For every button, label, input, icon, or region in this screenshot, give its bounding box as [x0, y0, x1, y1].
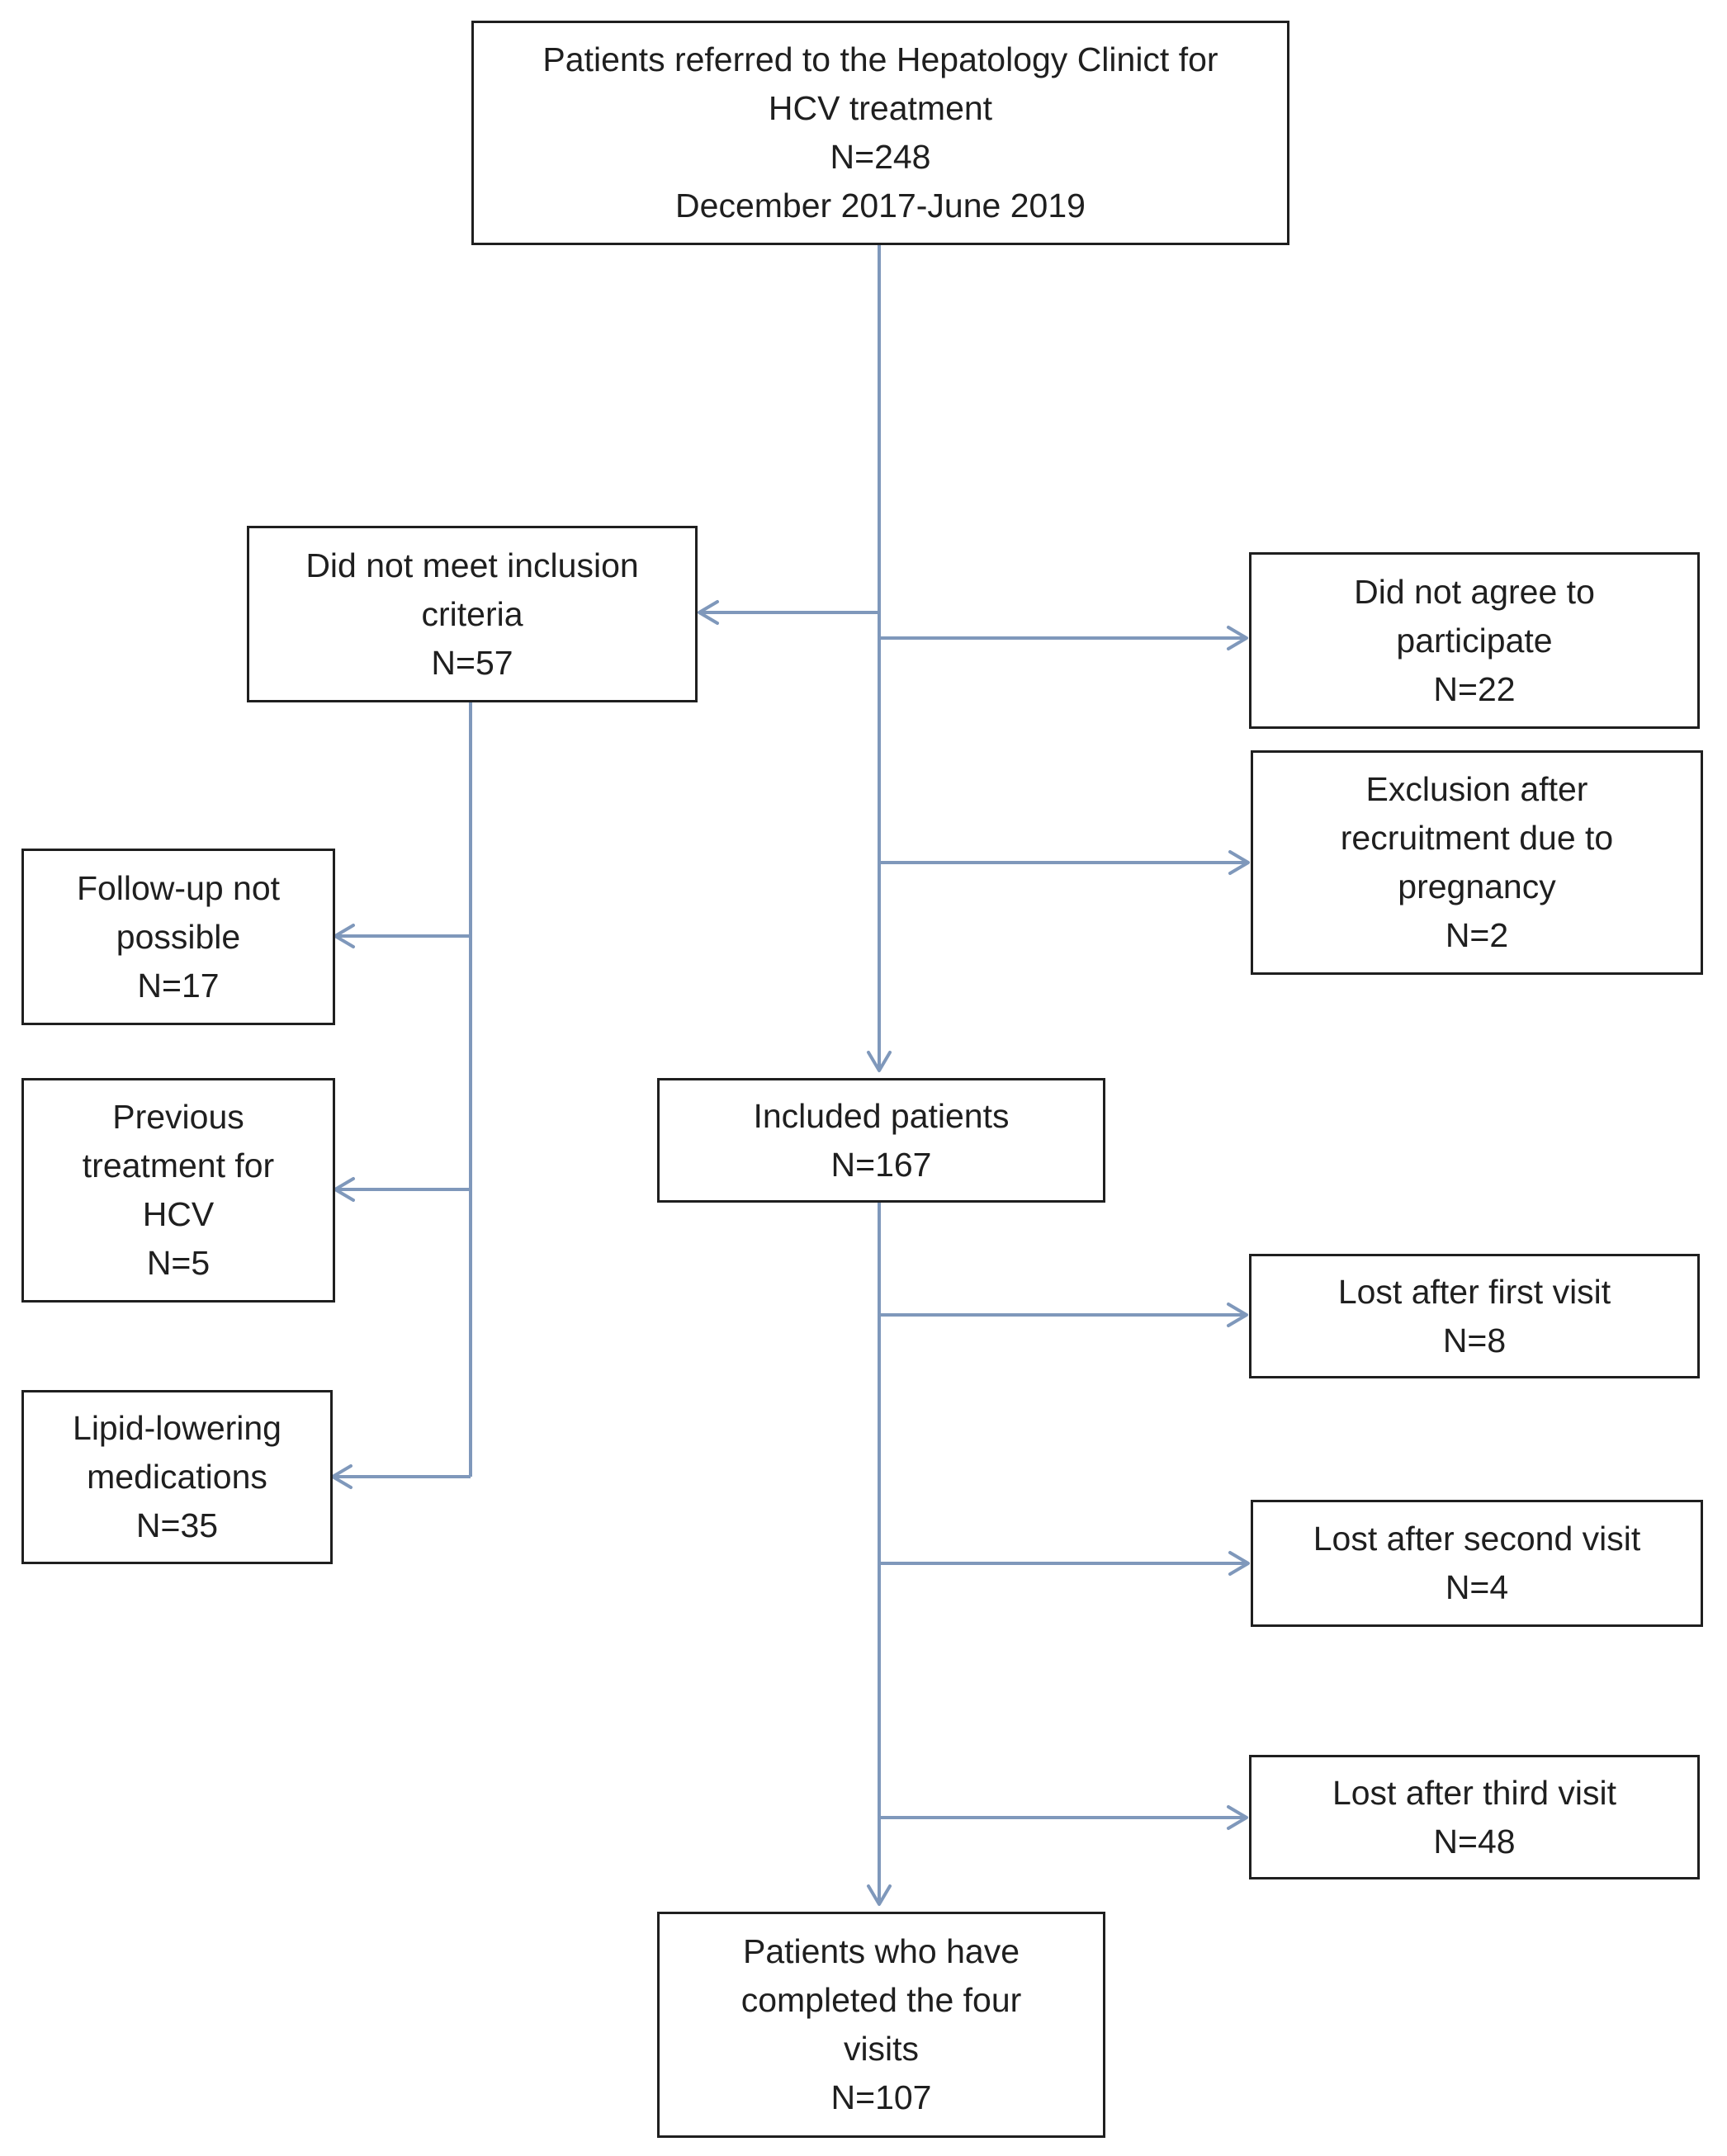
box-lost-third-line-2: N=48	[1433, 1822, 1516, 1860]
box-not-agree-line-2: participate	[1396, 621, 1553, 660]
box-included-line-2: N=167	[830, 1145, 932, 1184]
arrowhead-to-lost-second	[1228, 1551, 1250, 1576]
arrowhead-to-not-meet-criteria	[698, 600, 719, 625]
box-not-meet-criteria-line-1: Did not meet inclusion	[305, 546, 639, 584]
box-previous-treatment-line-2: treatment for	[82, 1147, 275, 1184]
box-lost-second-visit: Lost after second visit N=4	[1251, 1500, 1703, 1627]
box-previous-treatment-line-1: Previous	[112, 1098, 244, 1136]
box-lipid-line-1: Lipid-lowering	[73, 1409, 282, 1447]
box-lost-first-line-2: N=8	[1442, 1321, 1507, 1359]
box-previous-treatment-line-4: N=5	[146, 1244, 211, 1282]
box-not-agree: Did not agree to participate N=22	[1249, 552, 1700, 729]
box-exclusion-line-3: pregnancy	[1398, 868, 1556, 905]
box-not-agree-line-1: Did not agree to	[1354, 572, 1595, 611]
box-included-patients: Included patients N=167	[657, 1078, 1105, 1203]
box-completed-line-3: visits	[843, 2030, 920, 2068]
box-followup-line-2: possible	[116, 917, 241, 956]
box-completed-four-visits: Patients who have completed the four vis…	[657, 1912, 1105, 2138]
box-not-agree-line-3: N=22	[1433, 669, 1516, 708]
box-followup-not-possible: Follow-up not possible N=17	[21, 849, 335, 1025]
box-not-meet-criteria: Did not meet inclusion criteria N=57	[247, 526, 698, 702]
arrowhead-to-followup	[334, 924, 355, 948]
box-exclusion-line-1: Exclusion after	[1365, 770, 1588, 808]
box-exclusion-line-4: N=2	[1445, 916, 1509, 954]
box-lipid-line-3: N=35	[135, 1506, 219, 1544]
box-lost-second-line-1: Lost after second visit	[1313, 1520, 1641, 1558]
box-referred-line-2: HCV treatment	[768, 89, 993, 127]
box-lipid-line-2: medications	[87, 1458, 267, 1496]
box-exclusion-pregnancy: Exclusion after recruitment due to pregn…	[1251, 750, 1703, 975]
box-followup-line-3: N=17	[137, 966, 220, 1005]
arrowhead-to-lost-first	[1227, 1303, 1248, 1327]
box-lost-second-line-2: N=4	[1445, 1568, 1509, 1606]
arrowhead-to-included	[867, 1051, 892, 1072]
box-completed-line-2: completed the four	[740, 1981, 1022, 2019]
box-not-meet-criteria-line-3: N=57	[431, 643, 513, 682]
arrowhead-to-not-agree	[1227, 626, 1248, 650]
arrowhead-to-exclusion	[1228, 850, 1250, 875]
box-followup-line-1: Follow-up not	[76, 868, 281, 907]
box-not-meet-criteria-line-2: criteria	[421, 594, 523, 633]
box-lost-third-line-1: Lost after third visit	[1332, 1773, 1617, 1812]
box-referred-line-3: N=248	[830, 138, 931, 176]
box-lipid-lowering: Lipid-lowering medications N=35	[21, 1390, 333, 1564]
box-referred-line-1: Patients referred to the Hepatology Clin…	[542, 40, 1218, 78]
box-lost-third-visit: Lost after third visit N=48	[1249, 1755, 1700, 1879]
box-referred: Patients referred to the Hepatology Clin…	[471, 21, 1289, 245]
box-previous-treatment: Previous treatment for HCV N=5	[21, 1078, 335, 1303]
box-exclusion-line-2: recruitment due to	[1340, 819, 1614, 857]
box-completed-line-4: N=107	[830, 2078, 932, 2116]
arrowhead-to-completed	[867, 1884, 892, 1906]
box-included-line-1: Included patients	[753, 1096, 1010, 1135]
box-completed-line-1: Patients who have	[742, 1932, 1020, 1970]
box-referred-line-4: December 2017-June 2019	[675, 187, 1086, 225]
arrowhead-to-lost-third	[1227, 1805, 1248, 1830]
box-previous-treatment-line-3: HCV	[142, 1195, 215, 1233]
box-lost-first-line-1: Lost after first visit	[1337, 1272, 1611, 1311]
box-lost-first-visit: Lost after first visit N=8	[1249, 1254, 1700, 1378]
arrowhead-to-lipid	[331, 1464, 352, 1489]
arrowhead-to-previous-treatment	[334, 1177, 355, 1202]
